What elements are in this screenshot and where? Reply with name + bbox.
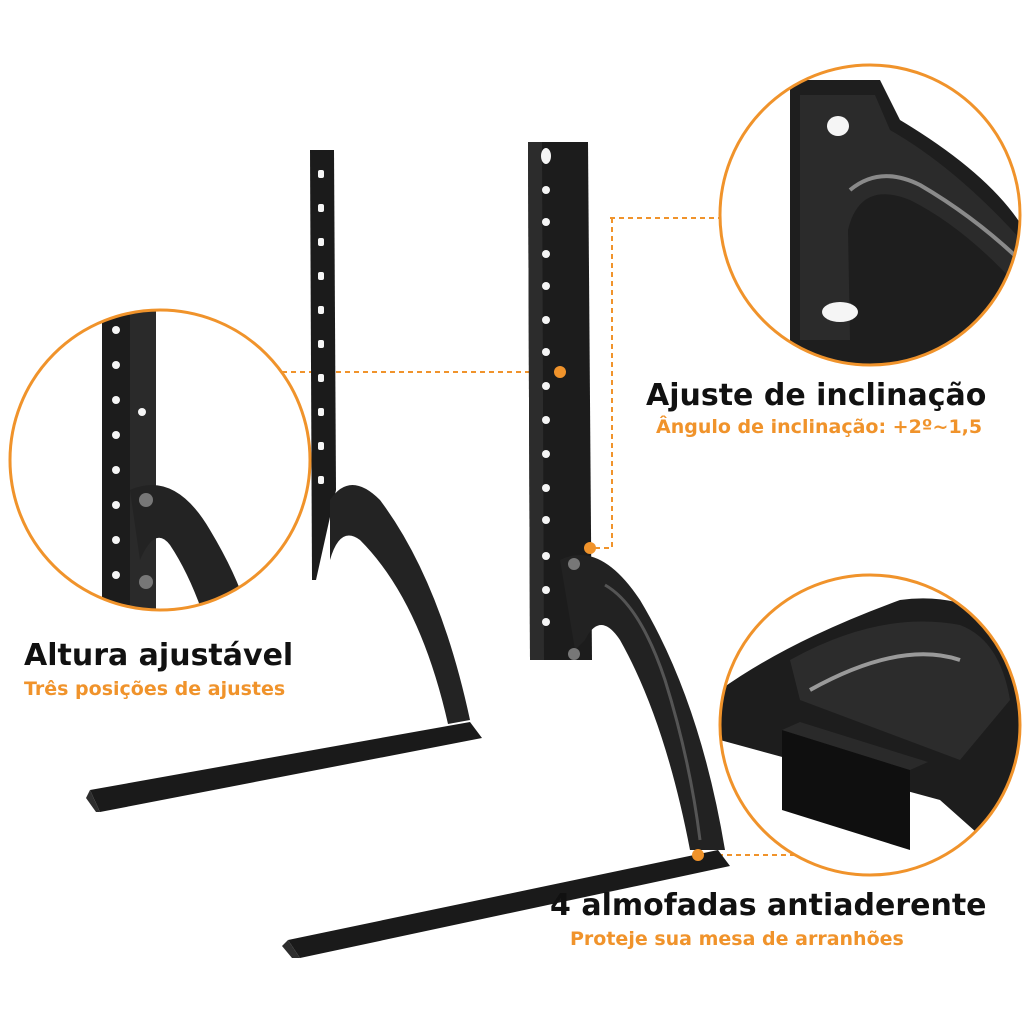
front-stand-holes bbox=[541, 148, 551, 626]
tilt-feature-title: Ajuste de inclinação bbox=[646, 378, 987, 413]
pads-feature-subtitle: Proteje sua mesa de arranhões bbox=[570, 928, 904, 950]
callout-dots bbox=[554, 366, 704, 861]
pads-feature-title: 4 almofadas antiaderente bbox=[550, 888, 987, 923]
front-stand bbox=[282, 142, 730, 958]
height-feature-subtitle: Três posições de ajustes bbox=[24, 678, 286, 700]
zoom-circle-pads bbox=[718, 573, 1022, 877]
zoom-circle-height bbox=[8, 308, 312, 612]
height-feature-title: Altura ajustável bbox=[24, 638, 294, 673]
tilt-feature-subtitle: Ângulo de inclinação: +2º~1,5 bbox=[656, 416, 983, 438]
zoom-circle-tilt bbox=[718, 63, 1022, 367]
rear-stand bbox=[86, 150, 482, 812]
rear-stand-holes bbox=[318, 170, 324, 484]
